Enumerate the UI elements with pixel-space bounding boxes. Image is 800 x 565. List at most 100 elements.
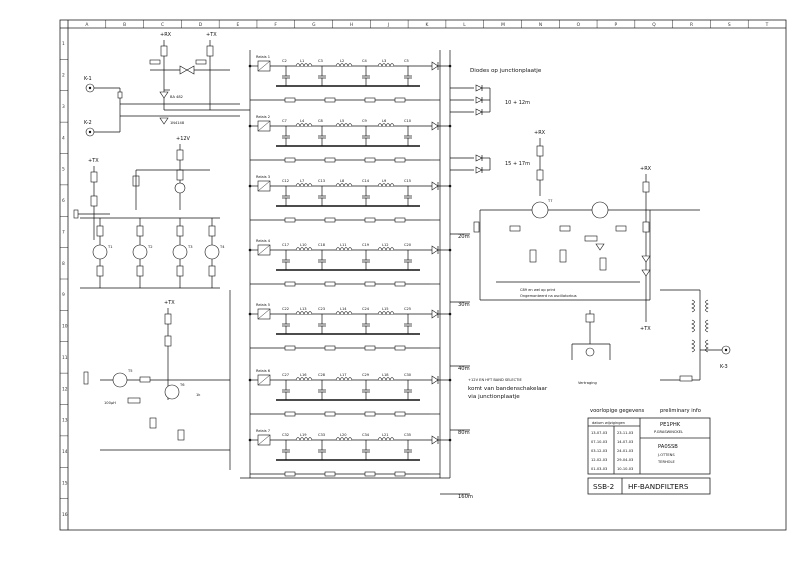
inductor-icon: [335, 183, 353, 187]
component-label: L17: [340, 373, 347, 377]
component-label: L10: [300, 243, 307, 247]
band-label-80m: 80m: [450, 429, 470, 436]
component-label: C15: [404, 179, 411, 183]
column-label: L: [463, 22, 466, 28]
column-label: A: [85, 22, 88, 28]
diode-icon: [431, 375, 439, 385]
svg-text:1N4148: 1N4148: [170, 121, 185, 125]
transistor-t1-label: T1: [107, 245, 112, 249]
column-label: B: [123, 22, 126, 28]
component-label: L9: [382, 179, 387, 183]
version-date-left: 07-10-03: [591, 440, 607, 444]
component-label: C22: [282, 307, 289, 311]
row-label: 4: [62, 135, 65, 141]
inductor-icon: [335, 377, 353, 381]
svg-text:40m: 40m: [458, 366, 470, 372]
relay-label: Relais 2: [256, 115, 270, 119]
note-kontakt-1: +12V EN HFT BAND SELECTIE: [468, 378, 522, 382]
component-label: L8: [340, 179, 345, 183]
component-label: L2: [340, 59, 344, 63]
diode-icon: [475, 84, 483, 92]
component-label: C5: [404, 59, 409, 63]
column-label: O: [577, 22, 581, 28]
component-label: C35: [404, 433, 411, 437]
inductor-icon: [295, 63, 313, 67]
component-label: C13: [318, 179, 325, 183]
oscillator-transistor-2-icon: [591, 201, 609, 219]
input-section: K-1 K-2 +RX +TX BA 482 1N4148 +12V: [73, 32, 250, 470]
inductor-icon: [377, 311, 395, 315]
version-date-right: 23-11-03: [617, 431, 633, 435]
component-label: L5: [340, 119, 344, 123]
component-label: L14: [340, 307, 347, 311]
svg-text:1k: 1k: [196, 393, 201, 397]
tx-supply-label-2: +TX: [88, 158, 99, 164]
component-label: C30: [404, 373, 412, 377]
column-label: C: [161, 22, 164, 28]
svg-text:30m: 30m: [458, 302, 470, 308]
relay-label: Relais 5: [256, 303, 270, 307]
row-label: 3: [62, 104, 65, 110]
band-outputs: Diodes op junctionplaatje 10 + 12m 15 + …: [440, 68, 548, 500]
svg-text:datum wijzigingen: datum wijzigingen: [592, 421, 625, 425]
column-label: G: [312, 22, 316, 28]
column-label: S: [728, 22, 731, 28]
relay-label: Relais 4: [256, 239, 271, 243]
note-vertraging: Vertraging: [578, 381, 597, 385]
pa-name-1: J.OTTENS: [657, 453, 675, 457]
row-label: 12: [62, 386, 68, 392]
connector-k1-label: K-1: [84, 76, 92, 82]
title-header-left: voorlopige gegevens: [590, 408, 645, 414]
transistor-t7-label: T7: [547, 199, 552, 203]
transistor-t4-icon: [204, 244, 220, 260]
column-label: R: [690, 22, 693, 28]
transistor-t3-label: T3: [187, 245, 192, 249]
row-label: 15: [62, 480, 68, 486]
version-date-right: 10-10-03: [617, 467, 633, 471]
component-label: C33: [318, 433, 325, 437]
version-date-right: 29-04-03: [617, 458, 633, 462]
band-label-160m: 160m: [440, 493, 473, 500]
component-label: C25: [404, 307, 411, 311]
component-label: C12: [282, 179, 289, 183]
relay-label: Relais 7: [256, 429, 270, 433]
svg-text:+RX: +RX: [534, 130, 546, 136]
column-label: D: [199, 22, 203, 28]
inductor-icon: [335, 63, 353, 67]
component-label: C17: [282, 243, 289, 247]
row-label: 9: [62, 292, 65, 298]
version-date-left: 13-07-03: [591, 431, 607, 435]
component-label: C7: [282, 119, 287, 123]
diode-icon: [431, 309, 439, 319]
rx-supply-label: +RX: [160, 32, 172, 38]
note-kontakt-2: komt van bandenschakelaar: [468, 386, 548, 392]
row-label: 1: [62, 41, 65, 47]
component-label: L1: [300, 59, 304, 63]
supply-12v-label: +12V: [176, 136, 191, 142]
diode-icon: [431, 181, 439, 191]
inductor-icon: [295, 123, 313, 127]
component-label: L3: [382, 59, 386, 63]
diode-icon: [431, 61, 439, 71]
pe-label: PE1PHK: [660, 422, 681, 428]
component-label: C3: [318, 59, 323, 63]
row-label: 13: [62, 418, 68, 424]
title-block: voorlopige gegevens preliminary info dat…: [587, 408, 711, 495]
inductor-icon: [295, 183, 313, 187]
column-label: P: [614, 22, 617, 28]
inductor-icon: [691, 319, 695, 333]
diode-icon: [475, 108, 483, 116]
column-label: N: [539, 22, 542, 28]
inductor-icon: [335, 311, 353, 315]
transistor-t2-label: T2: [147, 245, 152, 249]
band-label-30m: 30m: [450, 301, 470, 308]
diode-icon: [431, 245, 439, 255]
sheet-frame: [59, 19, 787, 531]
column-label: K: [426, 22, 429, 28]
column-label: J: [387, 22, 389, 28]
inductor-icon: [295, 377, 313, 381]
note-osc-2: Ongemonteerd na oscillatorbus: [520, 294, 577, 298]
